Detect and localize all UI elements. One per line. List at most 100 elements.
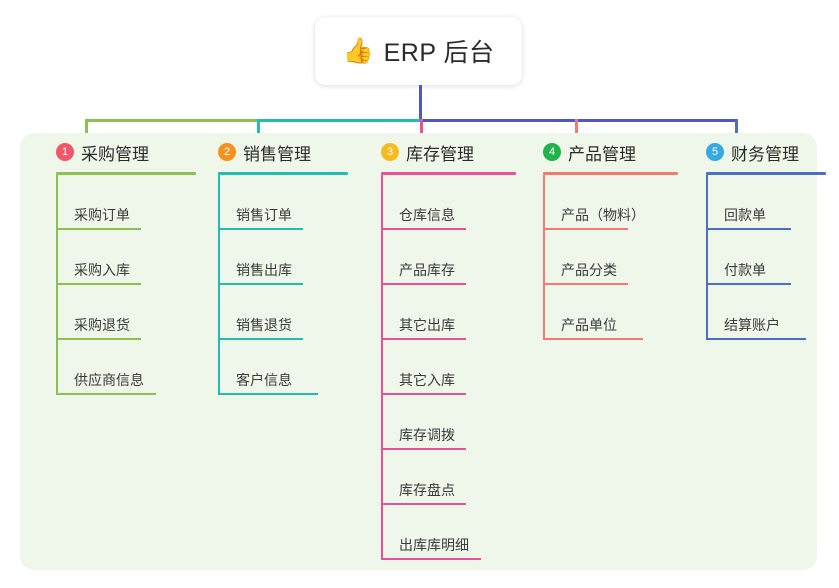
leaf-label: 回款单 <box>724 207 766 223</box>
leaf-label: 仓库信息 <box>399 207 455 223</box>
column-badge-2: 2 <box>218 143 236 161</box>
root-node-card[interactable]: 👍 ERP 后台 <box>315 17 522 85</box>
column-header-1[interactable]: 1 采购管理 <box>38 133 196 171</box>
column-spine-4 <box>543 175 545 340</box>
leaf-item[interactable]: 产品单位 <box>525 285 678 340</box>
column-5: 5 财务管理回款单付款单结算账户 <box>688 133 826 340</box>
leaf-rule <box>56 283 141 285</box>
column-header-4[interactable]: 4 产品管理 <box>525 133 678 171</box>
column-rule-3 <box>381 172 516 175</box>
leaf-label: 客户信息 <box>236 372 292 388</box>
leaf-rule <box>706 228 791 230</box>
column-title-2: 销售管理 <box>243 144 311 164</box>
leaf-label: 供应商信息 <box>74 372 144 388</box>
branch-panel: 1 采购管理采购订单采购入库采购退货供应商信息 2 销售管理销售订单销售出库销售退货客… <box>20 133 826 570</box>
leaf-rule <box>56 338 141 340</box>
leaf-rule <box>218 283 303 285</box>
leaf-rule <box>218 338 303 340</box>
leaf-item[interactable]: 产品（物料） <box>525 175 678 230</box>
leaf-item[interactable]: 产品库存 <box>363 230 516 285</box>
column-badge-4: 4 <box>543 143 561 161</box>
leaf-item[interactable]: 产品分类 <box>525 230 678 285</box>
leaf-list-4: 产品（物料） 产品分类产品单位 <box>525 175 678 340</box>
column-spine-2 <box>218 175 220 395</box>
column-3: 3 库存管理仓库信息产品库存其它出库其它入库库存调拨库存盘点出库库明细 <box>363 133 516 560</box>
column-title-3: 库存管理 <box>406 144 474 164</box>
leaf-item[interactable]: 销售退货 <box>200 285 348 340</box>
column-header-3[interactable]: 3 库存管理 <box>363 133 516 171</box>
leaf-label: 产品单位 <box>561 317 617 333</box>
column-spine-1 <box>56 175 58 395</box>
connector-bar-segment-3 <box>420 119 738 122</box>
column-spine-3 <box>381 175 383 560</box>
column-1: 1 采购管理采购订单采购入库采购退货供应商信息 <box>38 133 196 395</box>
column-spine-5 <box>706 175 708 340</box>
leaf-item[interactable]: 采购退货 <box>38 285 196 340</box>
leaf-item[interactable]: 库存盘点 <box>363 450 516 505</box>
column-header-5[interactable]: 5 财务管理 <box>688 133 826 171</box>
leaf-item[interactable]: 回款单 <box>688 175 826 230</box>
connector-bar-segment-2 <box>257 119 423 122</box>
root-stem-connector <box>419 85 422 122</box>
leaf-rule <box>706 338 806 340</box>
leaf-rule <box>543 228 628 230</box>
column-2: 2 销售管理销售订单销售出库销售退货客户信息 <box>200 133 348 395</box>
leaf-label: 采购退货 <box>74 317 130 333</box>
leaf-list-3: 仓库信息产品库存其它出库其它入库库存调拨库存盘点出库库明细 <box>363 175 516 560</box>
leaf-label: 销售退货 <box>236 317 292 333</box>
leaf-label: 产品分类 <box>561 262 617 278</box>
column-header-2[interactable]: 2 销售管理 <box>200 133 348 171</box>
leaf-label: 产品（物料） <box>561 207 645 223</box>
column-title-4: 产品管理 <box>568 144 636 164</box>
leaf-item[interactable]: 库存调拨 <box>363 395 516 450</box>
leaf-item[interactable]: 仓库信息 <box>363 175 516 230</box>
leaf-item[interactable]: 客户信息 <box>200 340 348 395</box>
leaf-rule <box>381 393 466 395</box>
leaf-item[interactable]: 付款单 <box>688 230 826 285</box>
connector-bar-segment-1 <box>85 119 260 122</box>
leaf-rule <box>543 338 643 340</box>
leaf-rule <box>543 283 628 285</box>
leaf-rule <box>381 228 466 230</box>
leaf-item[interactable]: 其它出库 <box>363 285 516 340</box>
leaf-label: 结算账户 <box>724 317 780 333</box>
column-rule-5 <box>706 172 826 175</box>
leaf-item[interactable]: 结算账户 <box>688 285 826 340</box>
leaf-item[interactable]: 其它入库 <box>363 340 516 395</box>
leaf-label: 采购订单 <box>74 207 130 223</box>
leaf-label: 销售订单 <box>236 207 292 223</box>
leaf-item[interactable]: 采购入库 <box>38 230 196 285</box>
leaf-item[interactable]: 采购订单 <box>38 175 196 230</box>
leaf-rule <box>381 283 466 285</box>
leaf-item[interactable]: 出库库明细 <box>363 505 516 560</box>
leaf-item[interactable]: 供应商信息 <box>38 340 196 395</box>
column-badge-1: 1 <box>56 143 74 161</box>
root-node-title: ERP 后台 <box>383 39 495 67</box>
leaf-rule <box>381 558 481 560</box>
leaf-rule <box>56 393 156 395</box>
column-rule-1 <box>56 172 196 175</box>
column-badge-5: 5 <box>706 143 724 161</box>
leaf-label: 出库库明细 <box>399 537 469 553</box>
leaf-item[interactable]: 销售出库 <box>200 230 348 285</box>
leaf-label: 销售出库 <box>236 262 292 278</box>
leaf-rule <box>381 448 466 450</box>
leaf-rule <box>56 228 141 230</box>
leaf-label: 库存调拨 <box>399 427 455 443</box>
column-rule-4 <box>543 172 678 175</box>
column-title-1: 采购管理 <box>81 144 149 164</box>
column-badge-3: 3 <box>381 143 399 161</box>
leaf-rule <box>381 503 466 505</box>
leaf-rule <box>706 283 791 285</box>
leaf-label: 其它出库 <box>399 317 455 333</box>
column-title-5: 财务管理 <box>731 144 799 164</box>
leaf-rule <box>381 338 466 340</box>
leaf-label: 产品库存 <box>399 262 455 278</box>
column-rule-2 <box>218 172 348 175</box>
leaf-list-2: 销售订单销售出库销售退货客户信息 <box>200 175 348 395</box>
leaf-list-5: 回款单付款单结算账户 <box>688 175 826 340</box>
leaf-rule <box>218 393 318 395</box>
leaf-item[interactable]: 销售订单 <box>200 175 348 230</box>
thumbs-up-icon: 👍 <box>342 36 374 65</box>
leaf-label: 库存盘点 <box>399 482 455 498</box>
